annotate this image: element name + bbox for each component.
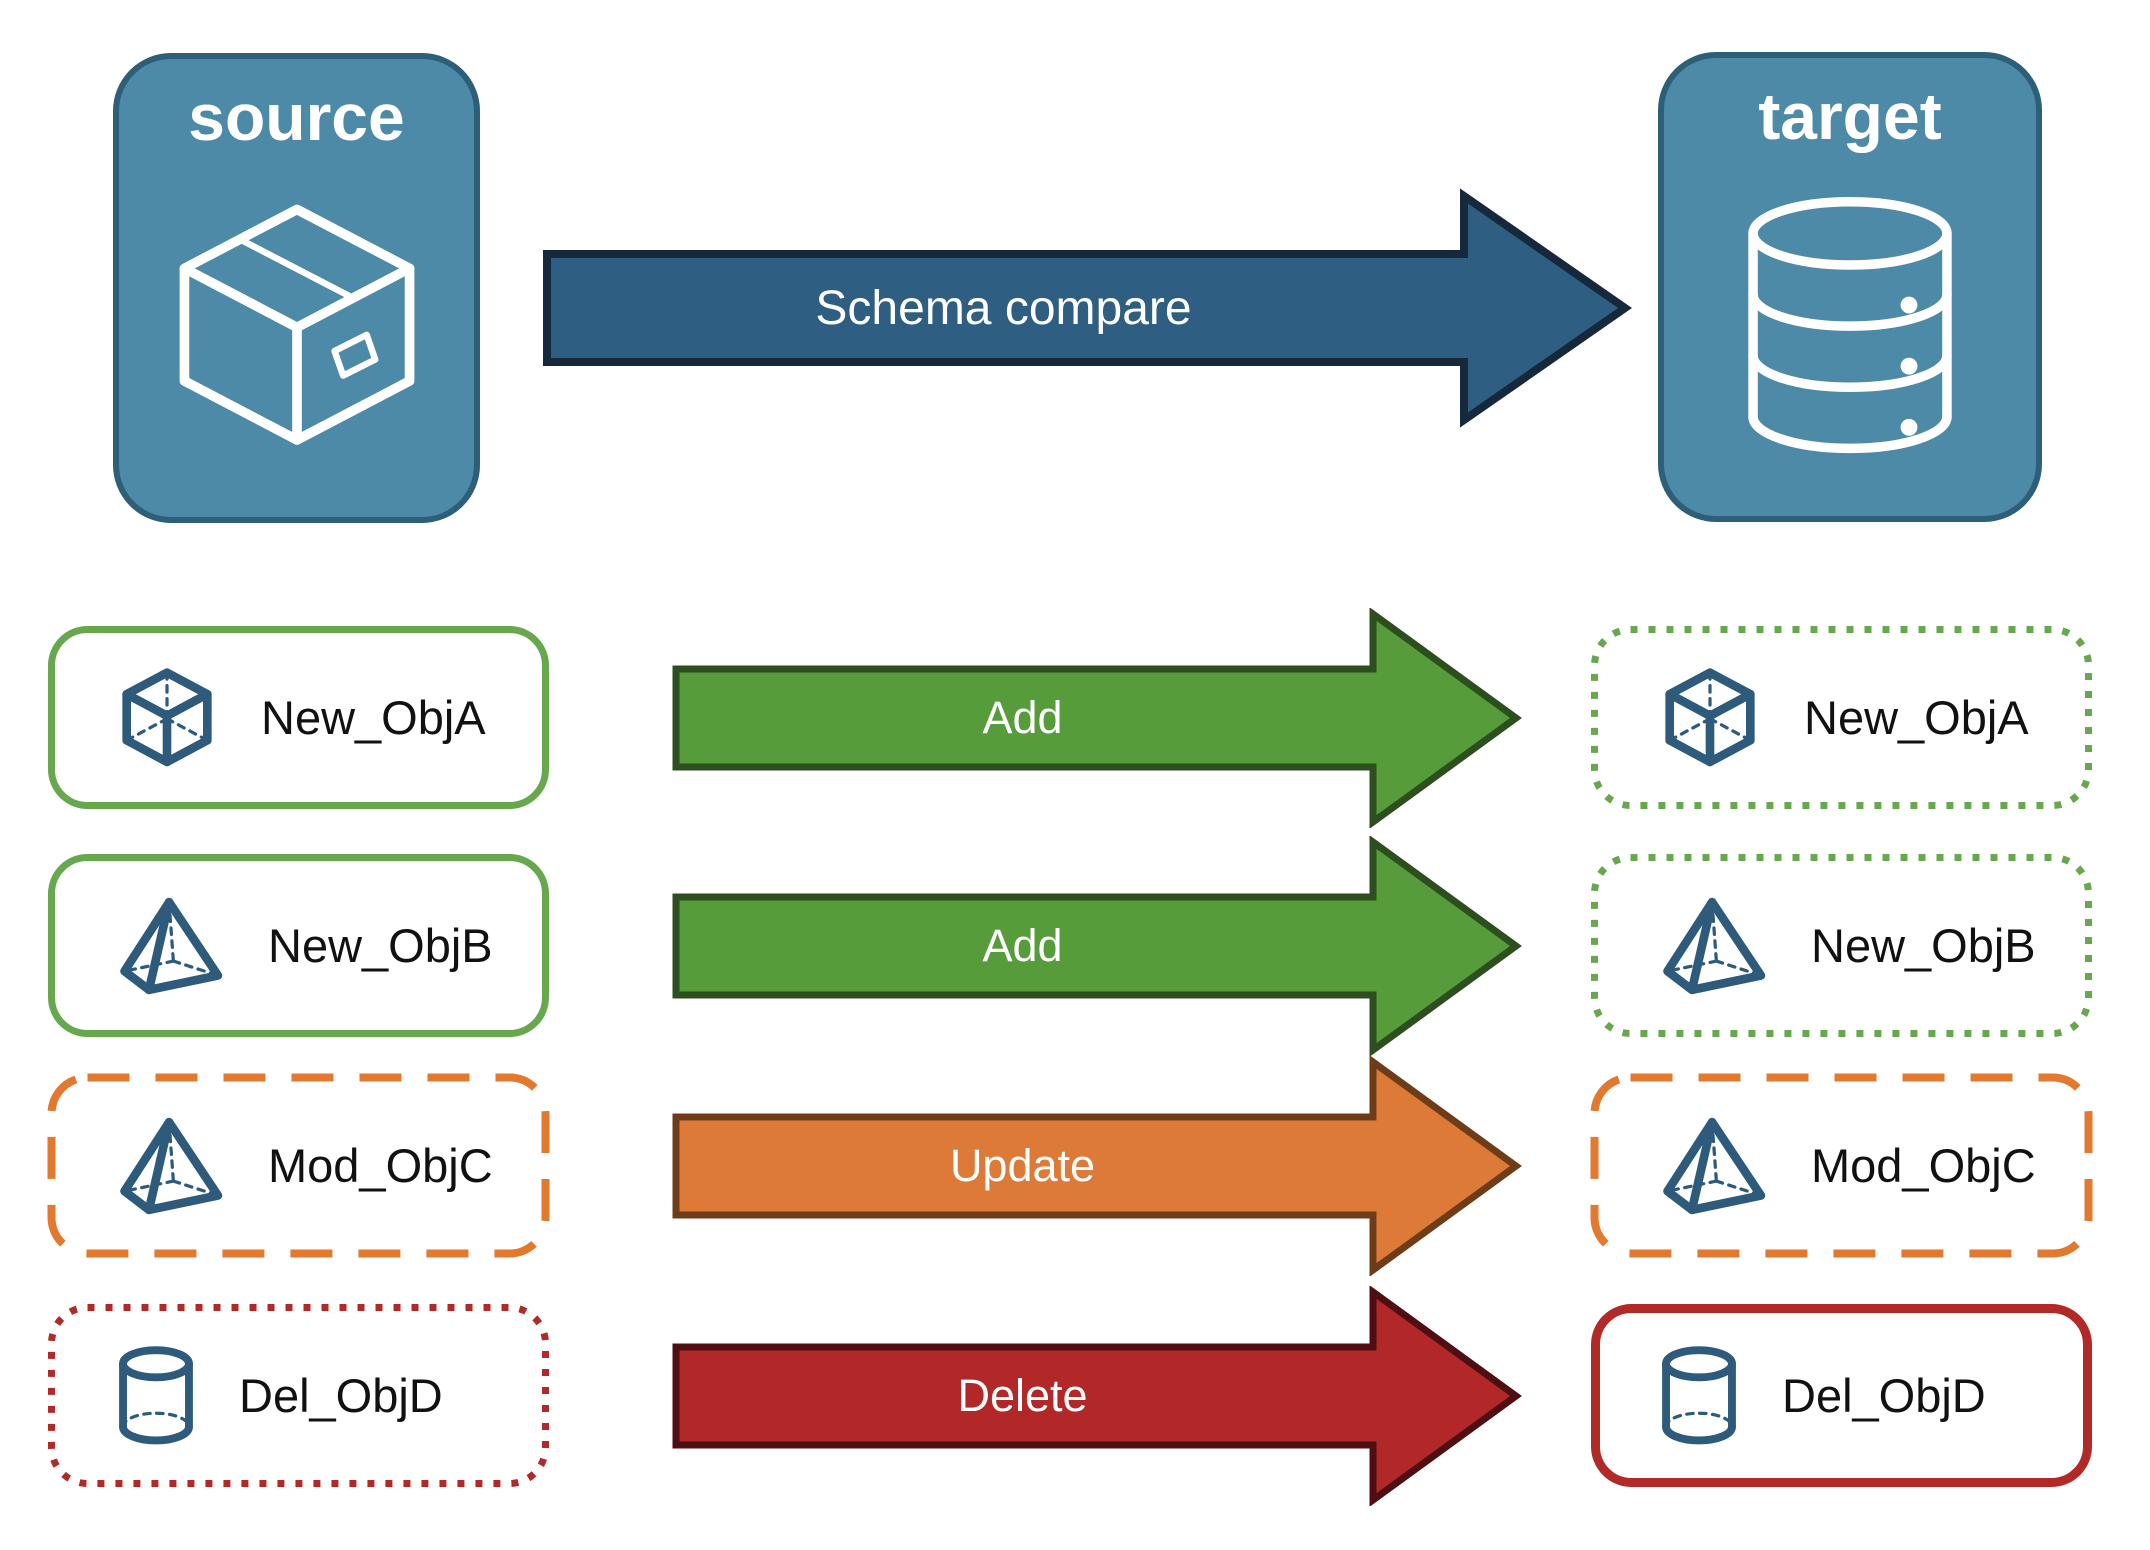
target-node-title: target: [1758, 79, 1942, 153]
cylinder-icon: [1656, 1342, 1742, 1450]
source-node-title: source: [188, 80, 405, 154]
action-arrow-add: Add: [672, 835, 1522, 1057]
pyramid-icon: [113, 1112, 228, 1220]
database-icon: [1748, 196, 1952, 453]
source-object-box: New_ObjB: [47, 853, 550, 1038]
action-arrow-add: Add: [672, 607, 1522, 829]
schema-compare-arrow-shape: [543, 188, 1633, 428]
target-object-box: Del_ObjD: [1590, 1303, 2093, 1488]
source-node: source: [113, 53, 480, 523]
box-border: [48, 626, 549, 809]
box-border: [1590, 1073, 2093, 1258]
object-label: Del_ObjD: [1782, 1369, 1986, 1422]
source-object-box: Mod_ObjC: [47, 1073, 550, 1258]
target-object-box: New_ObjB: [1590, 853, 2093, 1038]
box-border: [1591, 854, 2092, 1037]
box-border: [48, 854, 549, 1037]
action-arrow-shape: [672, 1055, 1522, 1277]
schema-compare-arrow: Schema compare: [543, 188, 1633, 428]
action-arrow-update: Update: [672, 1055, 1522, 1277]
target-node: target: [1658, 52, 2042, 522]
source-object-box: Del_ObjD: [47, 1303, 550, 1488]
action-arrow-shape: [672, 1285, 1522, 1507]
object-label: Mod_ObjC: [1811, 1139, 2036, 1192]
object-label: New_ObjB: [268, 919, 493, 972]
object-label: New_ObjB: [1811, 919, 2036, 972]
box-border: [1591, 1304, 2092, 1487]
action-arrow-delete: Delete: [672, 1285, 1522, 1507]
box-border: [48, 1304, 549, 1487]
object-label: Del_ObjD: [239, 1369, 443, 1422]
box-border: [1591, 626, 2092, 809]
object-label: Mod_ObjC: [268, 1139, 493, 1192]
object-label: New_ObjA: [261, 691, 486, 744]
action-arrow-shape: [672, 835, 1522, 1057]
action-arrow-shape: [672, 607, 1522, 829]
cylinder-icon: [113, 1342, 199, 1450]
pyramid-icon: [1656, 892, 1771, 1000]
cube-icon: [113, 664, 221, 772]
package-icon: [179, 204, 414, 445]
cube-icon: [1656, 664, 1764, 772]
target-object-box: New_ObjA: [1590, 625, 2093, 810]
target-object-box: Mod_ObjC: [1590, 1073, 2093, 1258]
pyramid-icon: [113, 892, 228, 1000]
object-label: New_ObjA: [1804, 691, 2029, 744]
pyramid-icon: [1656, 1112, 1771, 1220]
source-object-box: New_ObjA: [47, 625, 550, 810]
box-border: [47, 1073, 550, 1258]
